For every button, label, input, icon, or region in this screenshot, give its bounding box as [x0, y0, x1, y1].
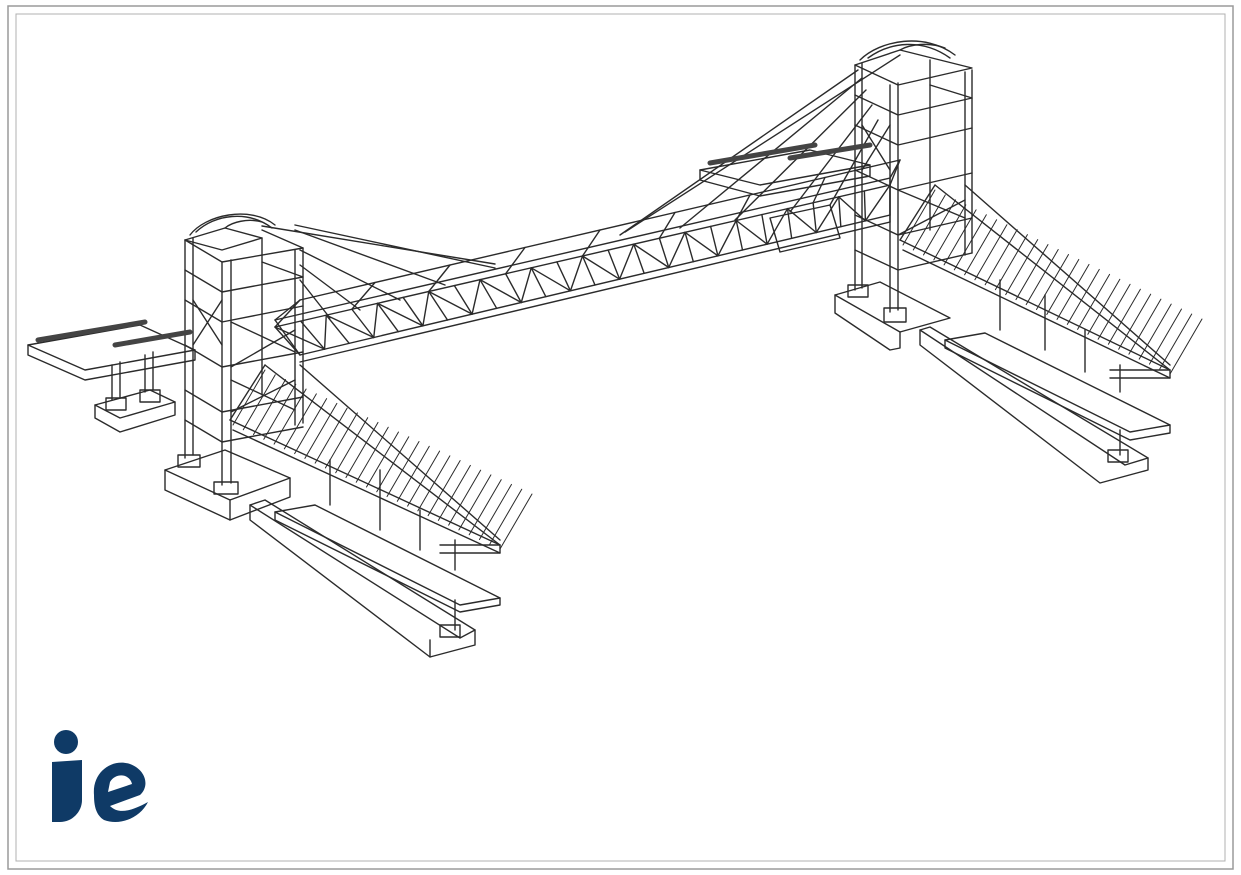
left-stair-treads — [232, 369, 533, 550]
outer-frame — [7, 5, 1234, 870]
far-left-stair-treads — [35, 319, 193, 348]
logo-i-stem — [52, 760, 82, 822]
right-cables — [619, 54, 901, 236]
left-tower — [177, 213, 304, 495]
right-stair-treads — [902, 189, 1203, 375]
logo-e-shape — [93, 762, 148, 822]
left-cables — [261, 224, 496, 319]
right-foundation — [834, 281, 1149, 484]
right-tower — [847, 40, 973, 323]
far-left-foundation — [94, 389, 176, 433]
back-right-stair — [699, 149, 871, 253]
far-left-stair — [27, 324, 196, 411]
left-foundation — [164, 449, 476, 658]
inner-frame — [15, 13, 1226, 862]
logo-dot — [54, 730, 78, 754]
ie-logo — [52, 730, 148, 822]
back-right-stair-treads — [707, 142, 873, 166]
left-stair — [229, 364, 501, 638]
